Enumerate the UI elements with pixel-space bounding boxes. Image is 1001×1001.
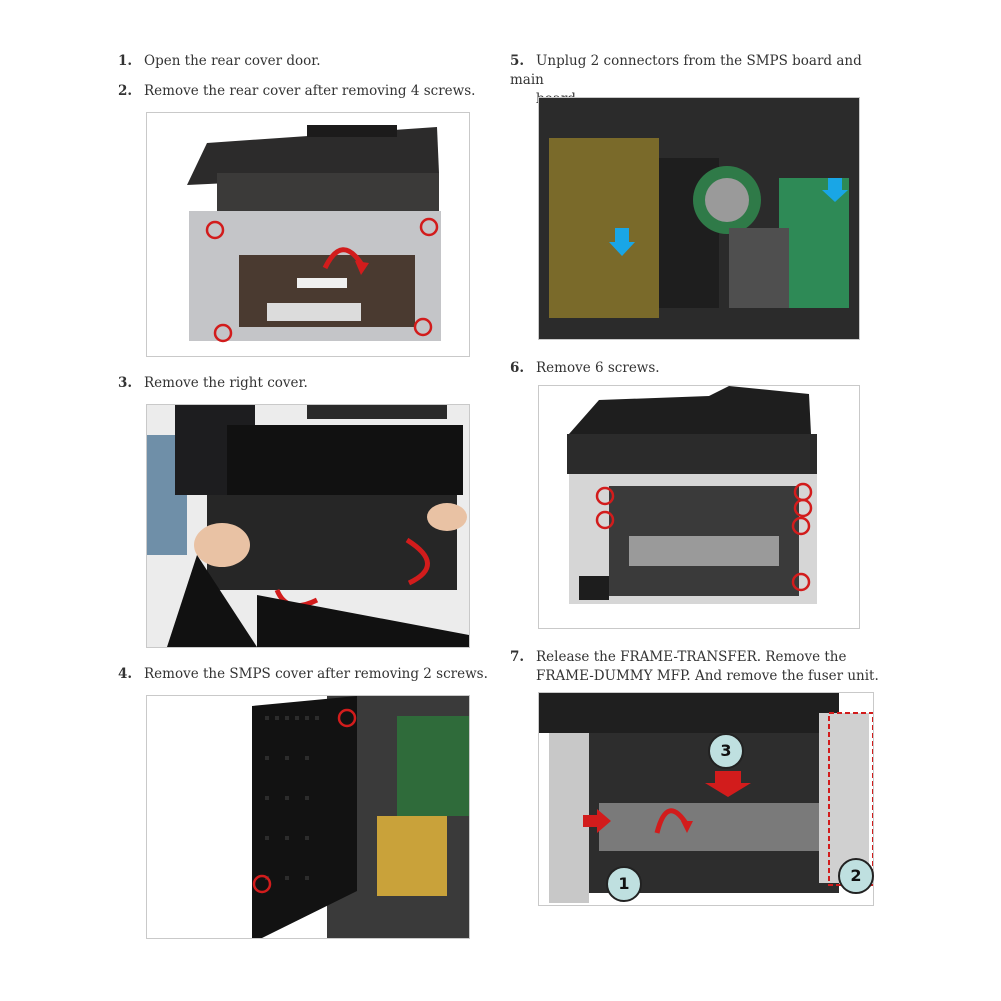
step-number: 4. — [118, 666, 133, 682]
six-screws-illustration — [539, 386, 859, 628]
smps-cover-photo — [146, 695, 470, 939]
step-2: 2. Remove the rear cover after removing 4… — [118, 82, 475, 101]
step-number: 5. — [510, 53, 525, 69]
step-number: 2. — [118, 83, 133, 99]
red-curved-arrow — [654, 808, 690, 834]
red-arrow-down — [705, 771, 751, 797]
step-1: 1. Open the rear cover door. — [118, 52, 321, 71]
step-number: 7. — [510, 649, 525, 665]
step-4: 4. Remove the SMPS cover after removing 2… — [118, 665, 488, 684]
rear-cover-photo — [146, 112, 470, 357]
six-screws-photo — [538, 385, 860, 629]
step-text: Remove the SMPS cover after removing 2 s… — [144, 666, 488, 682]
callout-2: 2 — [838, 858, 874, 894]
step-text-line2: FRAME-DUMMY MFP. And remove the fuser un… — [536, 668, 879, 684]
step-6: 6. Remove 6 screws. — [510, 359, 660, 378]
blue-arrow-left — [609, 228, 635, 256]
right-cover-photo — [146, 404, 470, 648]
callout-3: 3 — [708, 733, 744, 769]
connectors-illustration — [539, 98, 859, 339]
smps-cover-illustration — [147, 696, 469, 938]
fuser-unit-photo — [538, 692, 874, 906]
frame-dummy-highlight — [828, 712, 873, 886]
step-text: Remove the rear cover after removing 4 s… — [144, 83, 476, 99]
step-number: 6. — [510, 360, 525, 376]
fuser-unit-illustration — [539, 693, 873, 905]
blue-arrow-right — [822, 178, 848, 202]
step-text-line1: Unplug 2 connectors from the SMPS board … — [510, 53, 862, 88]
step-text: Open the rear cover door. — [144, 53, 321, 69]
step-7: 7. Release the FRAME-TRANSFER. Remove the… — [510, 648, 880, 686]
callout-number: 1 — [618, 874, 630, 893]
connectors-photo — [538, 97, 860, 340]
step-text: Remove the right cover. — [144, 375, 308, 391]
red-arrow-right — [583, 809, 611, 833]
step-3: 3. Remove the right cover. — [118, 374, 308, 393]
callout-number: 3 — [720, 741, 732, 760]
callout-1: 1 — [606, 866, 642, 902]
step-text: Remove 6 screws. — [536, 360, 660, 376]
right-cover-illustration — [147, 405, 469, 647]
step-text-line1: Release the FRAME-TRANSFER. Remove the — [536, 649, 847, 665]
step-number: 1. — [118, 53, 133, 69]
printer-rear-illustration — [147, 113, 469, 356]
callout-number: 2 — [850, 866, 862, 885]
step-number: 3. — [118, 375, 133, 391]
